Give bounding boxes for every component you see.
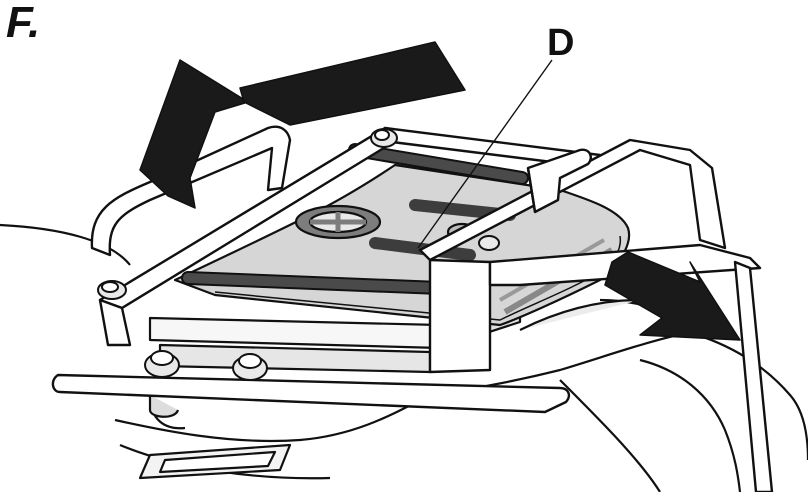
bolt-front-center [232,353,268,381]
step-label: F. [6,0,41,47]
bolt-rear-frame [370,128,398,148]
up-arrow [139,59,249,209]
callout-leader [417,59,553,249]
bolt-front-left [144,350,180,378]
bolt-left-frame [97,280,127,300]
rack-frame [51,125,774,494]
callout-label-d: D [547,22,575,64]
bolt-plate [478,235,500,251]
bolts [97,128,500,381]
down-right-arrow [604,251,741,341]
right-arrow [239,41,466,126]
movement-arrows [139,41,741,341]
